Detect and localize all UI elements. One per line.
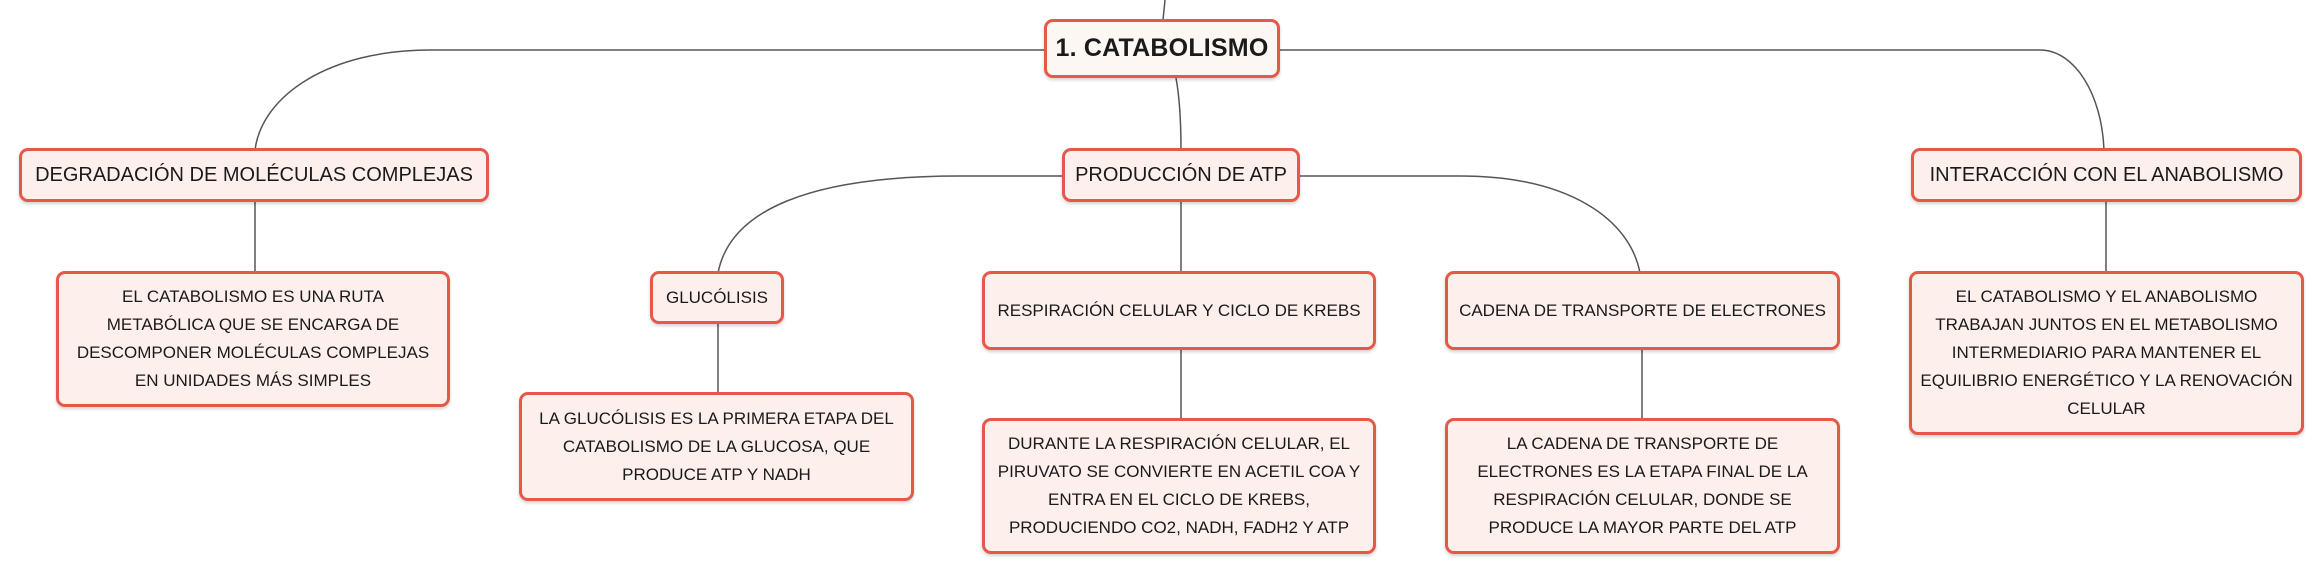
root-node-label: 1. CATABOLISMO bbox=[1055, 34, 1269, 62]
connector-root-to-interaccion bbox=[1278, 49, 2105, 151]
connector-root-to-produccion bbox=[1175, 77, 1182, 151]
node-glucolisis-detail-text: LA GLUCÓLISIS ES LA PRIMERA ETAPA DEL CA… bbox=[539, 408, 894, 484]
connector-produccion-to-cadena bbox=[1296, 175, 1641, 274]
node-degradacion-label: DEGRADACIÓN DE MOLÉCULAS COMPLEJAS bbox=[35, 163, 473, 186]
node-interaccion-detail[interactable]: EL CATABOLISMO Y EL ANABOLISMO TRABAJAN … bbox=[1909, 271, 2304, 435]
node-cadena-detail[interactable]: LA CADENA DE TRANSPORTE DE ELECTRONES ES… bbox=[1445, 418, 1840, 554]
node-respiracion-detail-text: DURANTE LA RESPIRACIÓN CELULAR, EL PIRUV… bbox=[997, 434, 1361, 537]
node-cadena[interactable]: CADENA DE TRANSPORTE DE ELECTRONES bbox=[1445, 271, 1840, 350]
node-interaccion[interactable]: INTERACCIÓN CON EL ANABOLISMO bbox=[1911, 148, 2302, 202]
node-degradacion-detail[interactable]: EL CATABOLISMO ES UNA RUTA METABÓLICA QU… bbox=[56, 271, 450, 407]
connector-produccion-to-glucolisis bbox=[717, 175, 1066, 274]
node-interaccion-label: INTERACCIÓN CON EL ANABOLISMO bbox=[1929, 163, 2284, 186]
node-degradacion[interactable]: DEGRADACIÓN DE MOLÉCULAS COMPLEJAS bbox=[19, 148, 489, 202]
node-respiracion[interactable]: RESPIRACIÓN CELULAR Y CICLO DE KREBS bbox=[982, 271, 1376, 350]
node-degradacion-detail-text: EL CATABOLISMO ES UNA RUTA METABÓLICA QU… bbox=[76, 287, 430, 390]
node-respiracion-detail[interactable]: DURANTE LA RESPIRACIÓN CELULAR, EL PIRUV… bbox=[982, 418, 1376, 554]
connector-root-to-degradacion bbox=[254, 49, 1048, 151]
node-respiracion-label: RESPIRACIÓN CELULAR Y CICLO DE KREBS bbox=[997, 300, 1361, 320]
node-glucolisis-label: GLUCÓLISIS bbox=[665, 287, 769, 307]
node-glucolisis[interactable]: GLUCÓLISIS bbox=[650, 271, 784, 324]
node-produccion-label: PRODUCCIÓN DE ATP bbox=[1075, 163, 1287, 186]
connector-root-parent bbox=[1162, 0, 1166, 21]
node-interaccion-detail-text: EL CATABOLISMO Y EL ANABOLISMO TRABAJAN … bbox=[1920, 287, 2293, 418]
node-glucolisis-detail[interactable]: LA GLUCÓLISIS ES LA PRIMERA ETAPA DEL CA… bbox=[519, 392, 914, 501]
node-cadena-detail-text: LA CADENA DE TRANSPORTE DE ELECTRONES ES… bbox=[1477, 434, 1808, 537]
node-cadena-label: CADENA DE TRANSPORTE DE ELECTRONES bbox=[1459, 300, 1826, 320]
node-produccion[interactable]: PRODUCCIÓN DE ATP bbox=[1062, 148, 1300, 202]
root-node[interactable]: 1. CATABOLISMO bbox=[1044, 19, 1280, 78]
